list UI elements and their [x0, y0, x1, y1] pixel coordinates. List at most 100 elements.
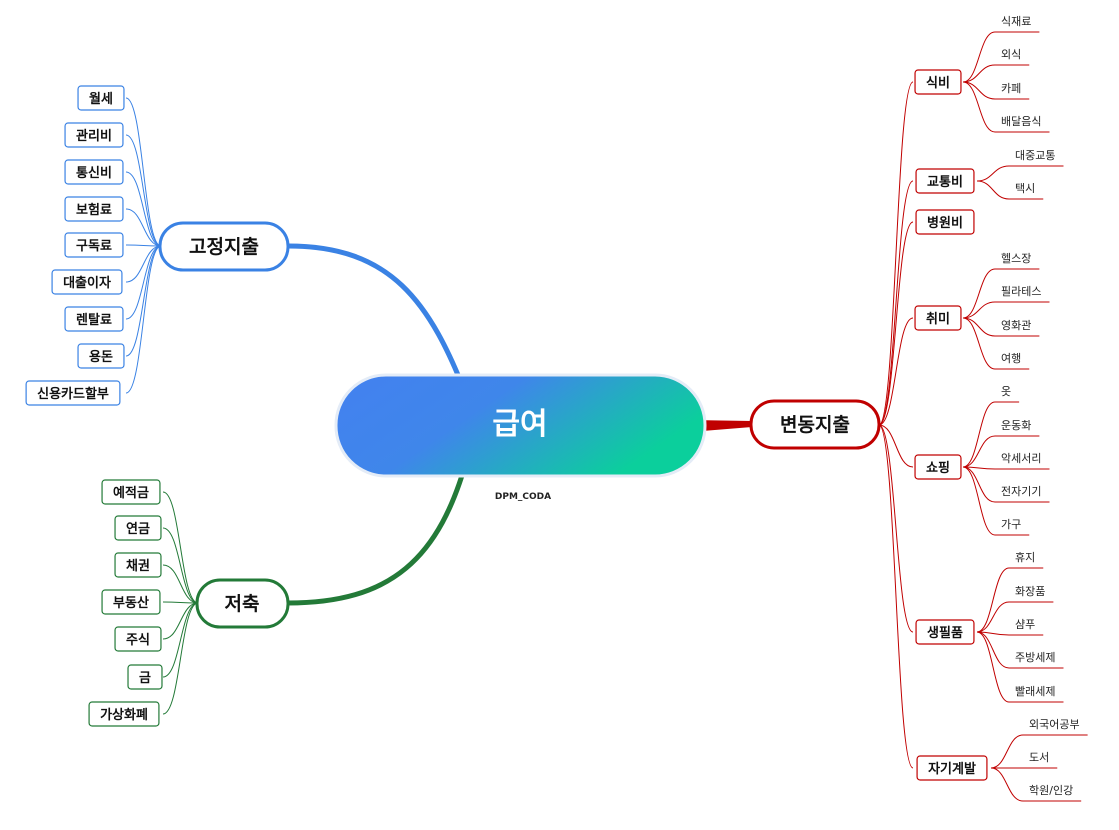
variable-leaf-connector [962, 268, 996, 319]
variable-category-6-label: 자기계발 [928, 761, 976, 777]
variable-expense-node[interactable]: 변동지출 [749, 399, 881, 450]
fixed-item-0-label: 월세 [89, 91, 113, 107]
fixed-expense-node[interactable]: 고정지출 [158, 221, 290, 272]
variable-leaf-connector [976, 567, 1010, 633]
variable-leaf-connector [962, 401, 996, 468]
fixed-item-connector [125, 171, 162, 247]
variable-leaf-connector [962, 31, 996, 83]
variable-leaf-connector [962, 435, 996, 468]
fixed-item-2[interactable]: 통신비 [64, 159, 124, 185]
savings-item-2[interactable]: 채권 [114, 552, 162, 578]
fixed-item-8-label: 신용카드할부 [37, 386, 109, 402]
savings-item-5[interactable]: 금 [127, 664, 163, 690]
savings-node[interactable]: 저축 [195, 578, 290, 629]
fixed-item-3[interactable]: 보험료 [64, 196, 124, 222]
variable-leaf-5-2[interactable]: 샴푸 [1015, 618, 1035, 631]
variable-leaf-connector [990, 767, 1024, 802]
fixed-item-connector [125, 245, 162, 283]
variable-leaf-3-3[interactable]: 여행 [1001, 352, 1021, 365]
savings-item-connector [162, 564, 199, 604]
variable-leaf-connector [962, 466, 996, 470]
variable-category-1-label: 교통비 [927, 175, 963, 190]
savings-item-6[interactable]: 가상화폐 [88, 701, 160, 727]
variable-leaf-connector [990, 734, 1024, 769]
variable-leaf-4-0[interactable]: 옷 [1001, 385, 1011, 398]
fixed-item-4[interactable]: 구독료 [64, 232, 124, 258]
savings-item-connector [162, 527, 199, 604]
variable-leaf-6-1[interactable]: 도서 [1029, 751, 1049, 764]
fixed-item-connector [125, 134, 162, 247]
variable-category-3[interactable]: 취미 [914, 305, 962, 331]
variable-leaf-5-0[interactable]: 휴지 [1015, 551, 1035, 564]
variable-leaf-1-1[interactable]: 택시 [1015, 182, 1035, 195]
fixed-item-7[interactable]: 용돈 [77, 343, 125, 369]
variable-category-5[interactable]: 생필품 [915, 619, 975, 645]
variable-leaf-connector [962, 81, 996, 100]
variable-leaf-6-2[interactable]: 학원/인강 [1029, 784, 1073, 797]
fixed-item-6-label: 렌탈료 [76, 312, 112, 328]
savings-item-connector [162, 602, 199, 715]
variable-leaf-4-3[interactable]: 전자기기 [1001, 485, 1041, 498]
variable-category-connector [878, 317, 914, 426]
variable-category-1[interactable]: 교통비 [915, 168, 975, 194]
variable-leaf-5-1[interactable]: 화장품 [1015, 585, 1045, 598]
variable-category-2[interactable]: 병원비 [915, 209, 975, 235]
variable-leaf-connector [976, 631, 1010, 669]
variable-leaf-1-0[interactable]: 대중교통 [1015, 149, 1055, 162]
fixed-item-0[interactable]: 월세 [77, 85, 125, 111]
variable-category-0-label: 식비 [926, 75, 950, 91]
savings-item-2-label: 채권 [126, 559, 150, 574]
fixed-item-6[interactable]: 렌탈료 [64, 306, 124, 332]
variable-leaf-4-2[interactable]: 악세서리 [1001, 452, 1041, 465]
variable-leaf-connector [962, 317, 996, 370]
savings-item-6-label: 가상화폐 [100, 707, 148, 723]
savings-item-4-label: 주식 [126, 632, 150, 648]
fixed-item-1-label: 관리비 [76, 128, 112, 144]
variable-leaf-3-0[interactable]: 헬스장 [1001, 252, 1031, 265]
variable-leaf-6-0[interactable]: 외국어공부 [1029, 718, 1080, 731]
connector-lines [125, 31, 1088, 802]
savings-item-1[interactable]: 연금 [114, 515, 162, 541]
variable-category-connector [878, 81, 914, 426]
variable-leaf-connector [962, 317, 996, 337]
fixed-item-8[interactable]: 신용카드할부 [25, 380, 121, 406]
variable-leaf-3-1[interactable]: 필라테스 [1001, 285, 1041, 298]
variable-category-3-label: 취미 [926, 311, 950, 327]
variable-category-6[interactable]: 자기계발 [916, 755, 988, 781]
fixed-item-2-label: 통신비 [76, 166, 112, 181]
variable-leaf-0-2[interactable]: 카페 [1001, 82, 1021, 95]
variable-leaf-connector [976, 180, 1010, 200]
fixed-item-7-label: 용돈 [89, 349, 113, 365]
fixed-item-5[interactable]: 대출이자 [51, 269, 123, 295]
savings-branch-connector [285, 452, 471, 606]
fixed-branch-connector [285, 243, 471, 403]
fixed-item-1[interactable]: 관리비 [64, 122, 124, 148]
variable-leaf-3-2[interactable]: 영화관 [1001, 319, 1031, 332]
variable-category-0[interactable]: 식비 [914, 69, 962, 95]
variable-leaf-connector [962, 64, 996, 83]
variable-category-2-label: 병원비 [927, 215, 963, 231]
fixed-item-connector [125, 245, 162, 320]
savings-item-3[interactable]: 부동산 [101, 589, 161, 615]
variable-leaf-0-1[interactable]: 외식 [1001, 48, 1021, 61]
variable-leaf-4-4[interactable]: 가구 [1001, 518, 1021, 531]
variable-leaf-5-3[interactable]: 주방세제 [1015, 651, 1055, 664]
variable-leaf-connector [976, 165, 1010, 182]
variable-category-connector [878, 424, 914, 468]
variable-leaf-connector [976, 601, 1010, 633]
variable-leaf-connector [962, 466, 996, 503]
variable-leaf-0-3[interactable]: 배달음식 [1001, 115, 1041, 128]
variable-leaf-0-0[interactable]: 식재료 [1001, 15, 1031, 28]
topic-nodes: 월세관리비통신비보험료구독료대출이자렌탈료용돈신용카드할부예적금연금채권부동산주… [25, 15, 1080, 797]
variable-leaf-5-4[interactable]: 빨래세제 [1015, 685, 1055, 698]
variable-leaf-4-1[interactable]: 운동화 [1001, 419, 1031, 432]
fixed-item-connector [125, 244, 162, 247]
root-node[interactable]: 급여 [334, 373, 707, 478]
savings-item-5-label: 금 [139, 671, 151, 686]
savings-item-connector [162, 491, 199, 604]
fixed-item-connector [125, 245, 162, 394]
savings-item-4[interactable]: 주식 [114, 626, 162, 652]
variable-category-4[interactable]: 쇼핑 [914, 454, 962, 480]
variable-category-connector [878, 424, 914, 769]
savings-item-0[interactable]: 예적금 [101, 479, 161, 505]
